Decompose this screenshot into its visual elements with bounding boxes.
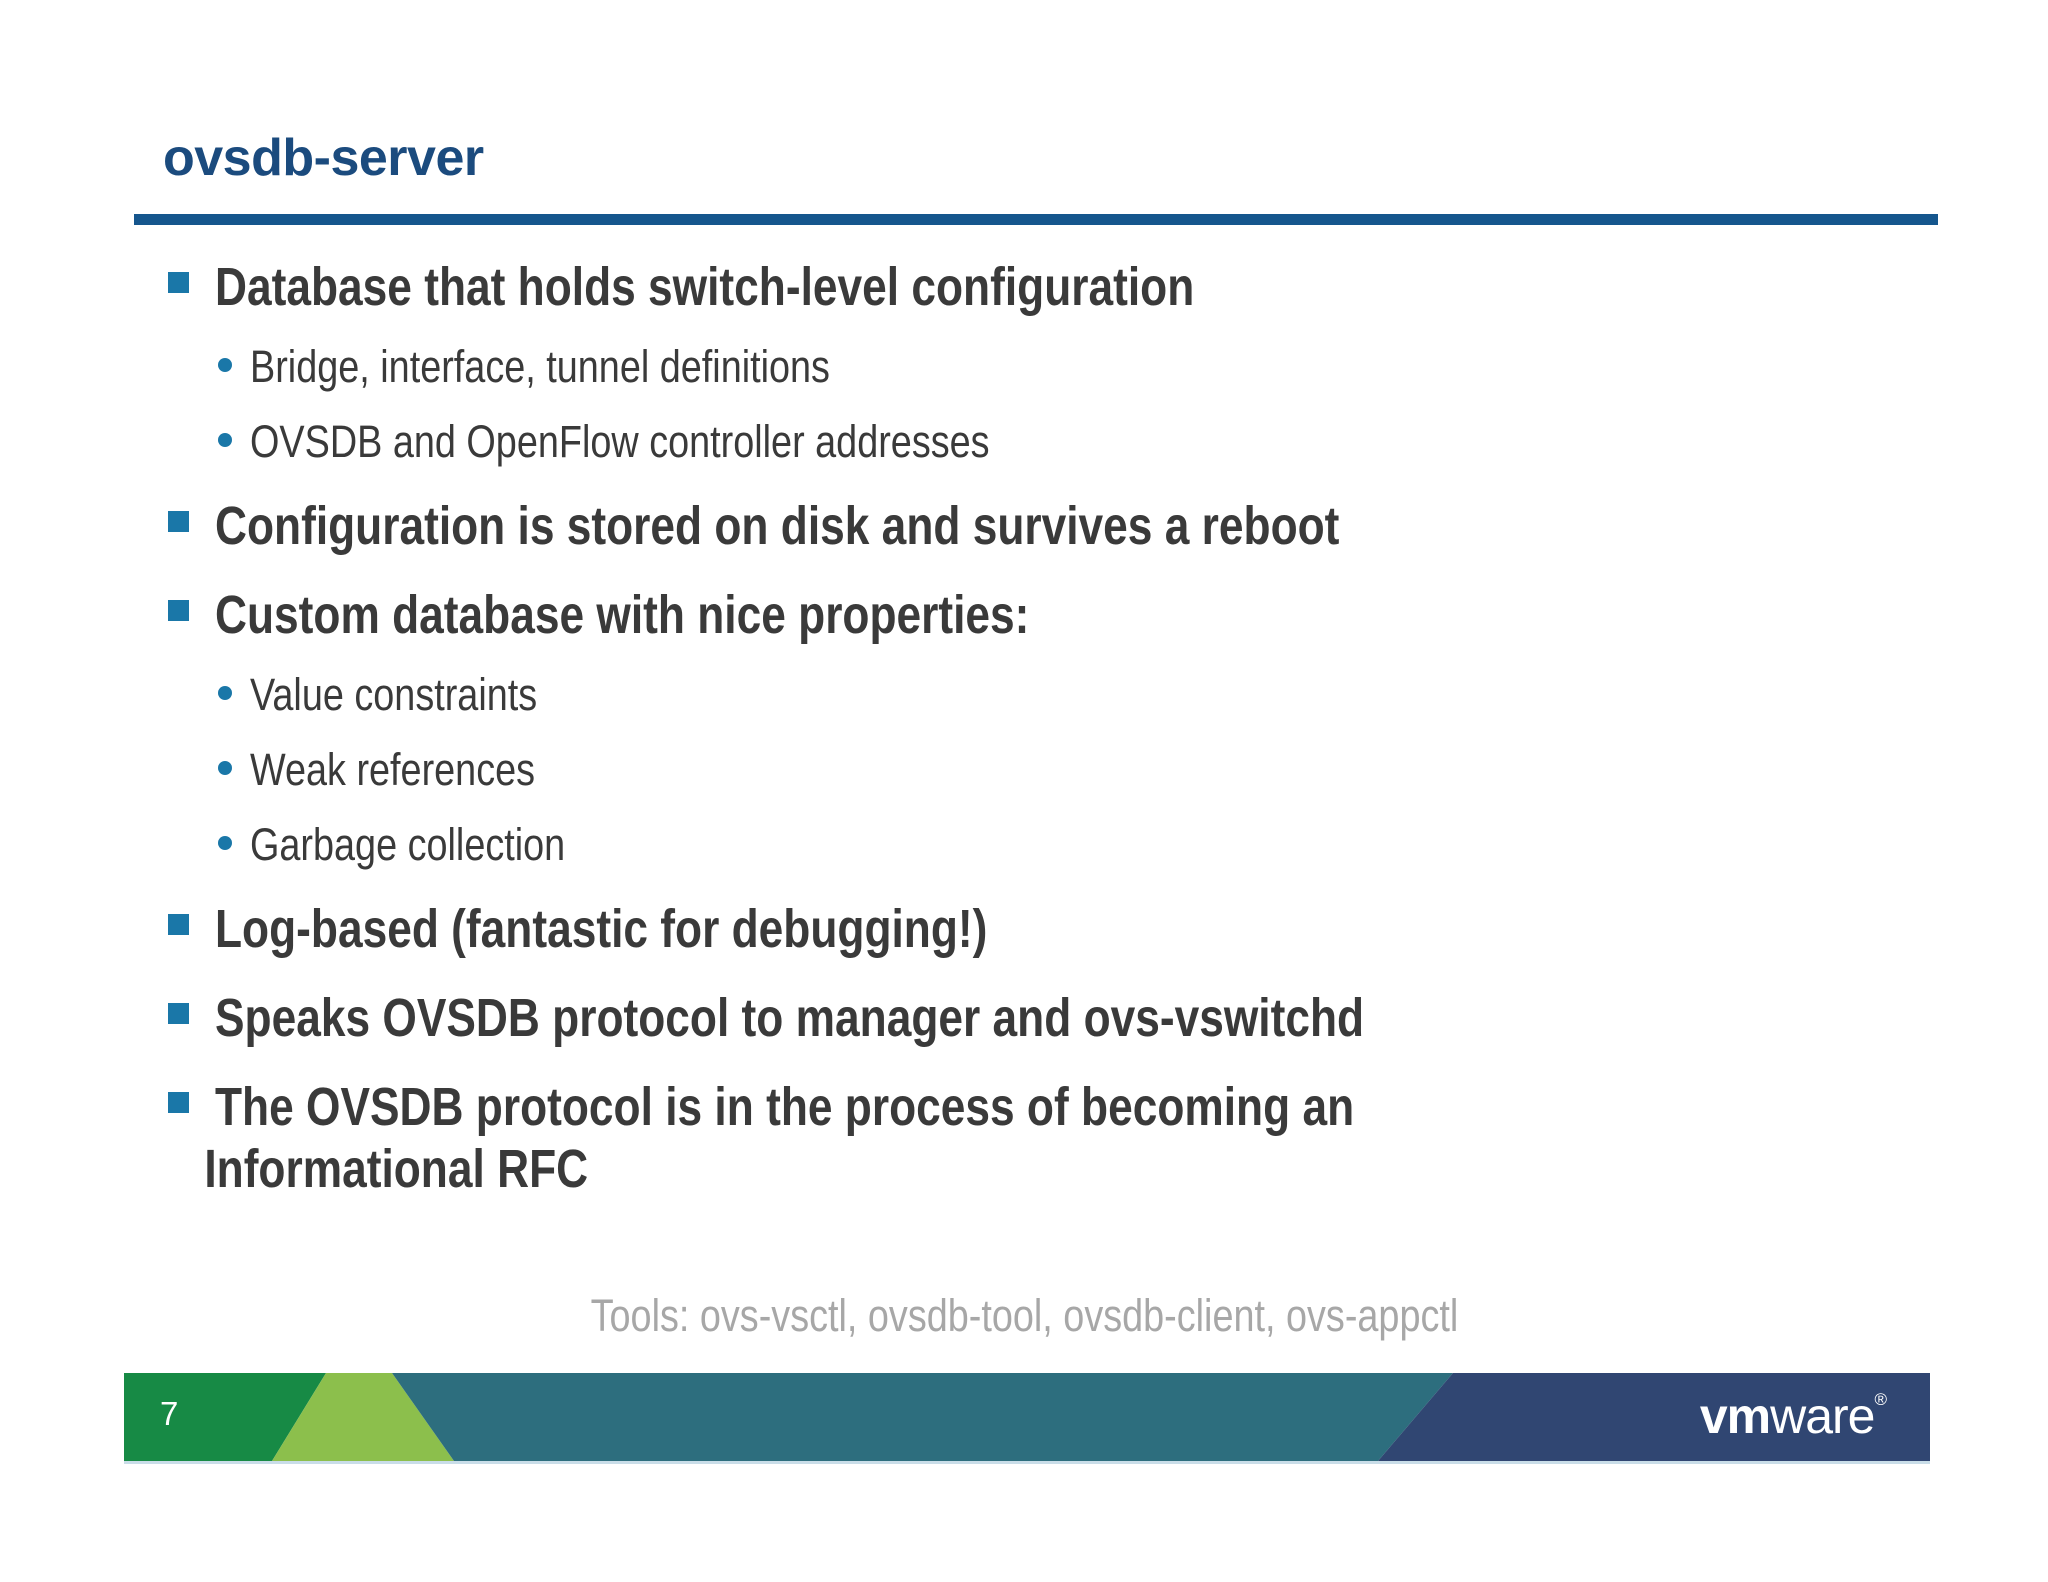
square-bullet-icon	[168, 511, 189, 532]
vmware-logo-vm: vm	[1699, 1388, 1771, 1444]
bullet-item: Garbage collection	[0, 819, 2048, 871]
bullet-item: Value constraints	[0, 669, 2048, 721]
bullet-text-line-1: The OVSDB protocol is in the process of …	[215, 1077, 1355, 1137]
registered-mark: ®	[1874, 1390, 1887, 1409]
bullet-item: The OVSDB protocol is in the process of …	[0, 1076, 2048, 1200]
vmware-logo-ware: ware	[1770, 1388, 1875, 1444]
bullet-item: Custom database with nice properties:	[0, 584, 2048, 646]
footer-shape-green	[124, 1373, 326, 1461]
circle-bullet-icon	[218, 686, 232, 700]
footer-bar: 7 vmware®	[124, 1373, 1930, 1464]
bullet-text: Log-based (fantastic for debugging!)	[215, 899, 988, 959]
bullet-text: Custom database with nice properties:	[215, 585, 1030, 645]
circle-bullet-icon	[218, 433, 232, 447]
bullet-item: Database that holds switch-level configu…	[0, 256, 2048, 318]
title-rule	[134, 214, 1938, 225]
footer-shape-light-green	[272, 1373, 454, 1461]
bullet-item: Weak references	[0, 744, 2048, 796]
bullet-text: OVSDB and OpenFlow controller addresses	[250, 416, 990, 467]
bullet-text: Garbage collection	[250, 819, 566, 870]
footer-shape-teal	[392, 1373, 1453, 1461]
footer-graphic	[124, 1373, 1930, 1461]
tools-note-text: Tools: ovs-vsctl, ovsdb-tool, ovsdb-clie…	[590, 1290, 1458, 1341]
bullet-text: Database that holds switch-level configu…	[215, 257, 1195, 317]
square-bullet-icon	[168, 600, 189, 621]
bullet-item: Log-based (fantastic for debugging!)	[0, 898, 2048, 960]
page-title: ovsdb-server	[163, 129, 484, 187]
page-number: 7	[160, 1395, 179, 1432]
vmware-logo: vmware®	[1700, 1391, 1887, 1441]
bullet-text: Bridge, interface, tunnel definitions	[250, 341, 830, 392]
square-bullet-icon	[168, 272, 189, 293]
bullet-item: Speaks OVSDB protocol to manager and ovs…	[0, 987, 2048, 1049]
square-bullet-icon	[168, 1003, 189, 1024]
footer-shape-navy	[1378, 1373, 1930, 1461]
bullet-text-line-2: Informational RFC	[204, 1139, 589, 1199]
bullet-list: Database that holds switch-level configu…	[0, 256, 2048, 1200]
bullet-text: Weak references	[250, 744, 536, 795]
bullet-item: OVSDB and OpenFlow controller addresses	[0, 416, 2048, 468]
square-bullet-icon	[168, 1092, 189, 1113]
bullet-item: Bridge, interface, tunnel definitions	[0, 341, 2048, 393]
circle-bullet-icon	[218, 761, 232, 775]
bullet-text: The OVSDB protocol is in the process of …	[204, 1076, 1355, 1200]
tools-note: Tools: ovs-vsctl, ovsdb-tool, ovsdb-clie…	[0, 1290, 2048, 1342]
bullet-text: Speaks OVSDB protocol to manager and ovs…	[215, 988, 1365, 1048]
circle-bullet-icon	[218, 358, 232, 372]
bullet-text: Configuration is stored on disk and surv…	[215, 496, 1340, 556]
bullet-item: Configuration is stored on disk and surv…	[0, 495, 2048, 557]
circle-bullet-icon	[218, 836, 232, 850]
square-bullet-icon	[168, 914, 189, 935]
bullet-text: Value constraints	[250, 669, 538, 720]
